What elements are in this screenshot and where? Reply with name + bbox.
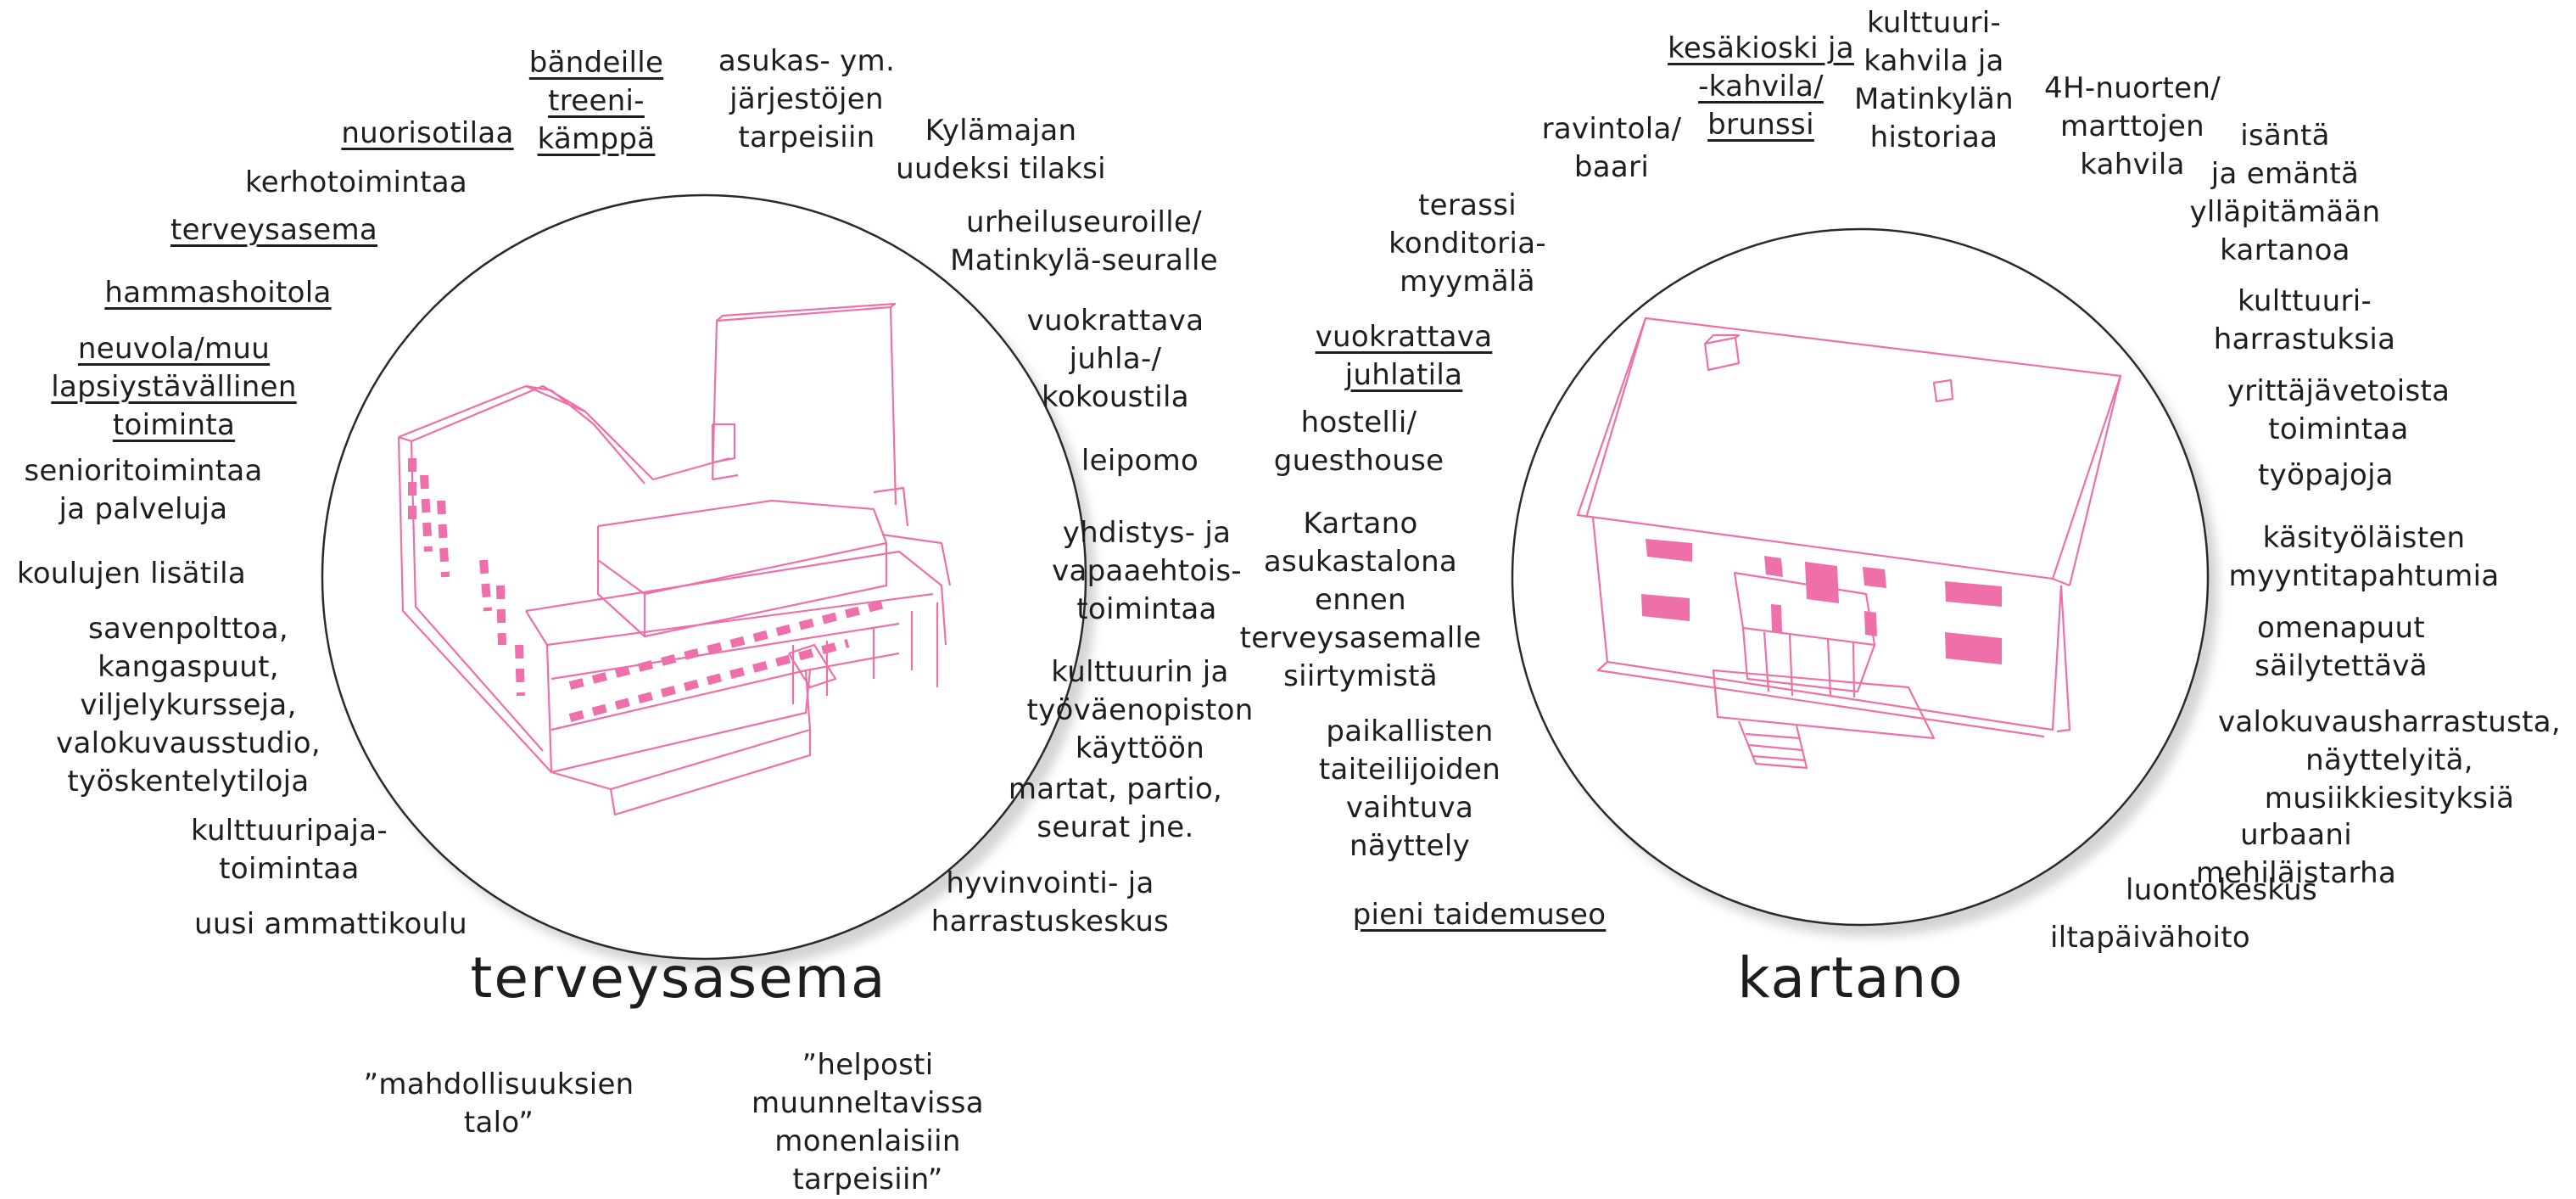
label-paikallisten-taiteilijoiden: paikallisten taiteilijoiden vaihtuva näy… bbox=[1318, 714, 1501, 863]
manor-house-illustration bbox=[1576, 317, 2122, 770]
label-vuokrattava-juhla-kokoustila: vuokrattava juhla-/ kokoustila bbox=[1026, 304, 1204, 414]
label-hyvinvointi: hyvinvointi- ja harrastuskeskus bbox=[930, 866, 1170, 938]
kartano-circle bbox=[1511, 227, 2218, 937]
label-urheiluseuroille: urheiluseuroille/ Matinkylä-seuralle bbox=[950, 205, 1218, 277]
label-senioritoimintaa: senioritoimintaa ja palveluja bbox=[24, 454, 263, 526]
label-yhdistys-vapaaehtois: yhdistys- ja vapaaehtois- toimintaa bbox=[1052, 516, 1242, 626]
label-nuorisotilaa: nuorisotilaa bbox=[341, 116, 514, 150]
label-tyopajoja: työpajoja bbox=[2258, 458, 2394, 492]
label-urbaani-mehilaistarha: urbaani mehiläistarha bbox=[2195, 818, 2397, 890]
label-yrittajavetoista: yrittäjävetoista toimintaa bbox=[2227, 374, 2450, 446]
health-center-building-illustration bbox=[397, 302, 952, 816]
quote-helposti-muunneltavissa: ”helposti muunneltavissa monenlaisiin ta… bbox=[752, 1048, 984, 1196]
label-ravintola-baari: ravintola/ baari bbox=[1541, 112, 1682, 184]
label-kerhotoimintaa: kerhotoimintaa bbox=[244, 165, 468, 199]
label-neuvola: neuvola/muu lapsiystävällinen toiminta bbox=[51, 332, 297, 442]
label-4h-nuorten: 4H-nuorten/ marttojen kahvila bbox=[2044, 71, 2221, 182]
label-hammashoitola: hammashoitola bbox=[104, 276, 332, 310]
label-luontokeskus: luontokeskus bbox=[2125, 873, 2318, 907]
label-terveysasema: terveysasema bbox=[170, 213, 378, 247]
label-asukas-jarjestojen: asukas- ym. järjestöjen tarpeisiin bbox=[718, 44, 896, 154]
label-pieni-taidemuseo: pieni taidemuseo bbox=[1352, 898, 1607, 932]
label-kulttuurin-tyovaenopisto: kulttuurin ja työväenopiston käyttöön bbox=[1026, 655, 1254, 765]
label-kulttuurikahvila: kulttuuri- kahvila ja Matinkylän histori… bbox=[1854, 6, 2014, 154]
title-kartano: kartano bbox=[1737, 945, 1964, 1011]
label-bandeille-treenikamppa: bändeille treeni- kämppä bbox=[528, 46, 664, 156]
label-kasityolaisten: käsityöläisten myyntitapahtumia bbox=[2228, 521, 2500, 593]
title-terveysasema: terveysasema bbox=[470, 945, 887, 1011]
label-valokuvausharrastusta: valokuvausharrastusta, näyttelyitä, musi… bbox=[2217, 705, 2562, 815]
label-vuokrattava-juhlatila: vuokrattava juhlatila bbox=[1315, 320, 1493, 392]
label-martat-partio: martat, partio, seurat jne. bbox=[1008, 772, 1223, 844]
label-omenapuut: omenapuut säilytettävä bbox=[2255, 611, 2428, 683]
quote-mahdollisuuksien-talo: ”mahdollisuuksien talo” bbox=[363, 1067, 634, 1140]
manor-windows bbox=[1641, 539, 2002, 664]
label-kulttuuripaja: kulttuuripaja- toimintaa bbox=[191, 814, 388, 886]
label-isanta-emanta: isäntä ja emäntä ylläpitämään kartanoa bbox=[2189, 119, 2381, 267]
terveysasema-circle bbox=[321, 193, 1096, 971]
label-uusi-ammattikoulu: uusi ammattikoulu bbox=[193, 907, 468, 941]
label-kartano-asukastalona: Kartano asukastalona ennen terveysasemal… bbox=[1239, 507, 1482, 693]
label-koulujen-lisatila: koulujen lisätila bbox=[16, 557, 247, 591]
label-kesakioski: kesäkioski ja -kahvila/ brunssi bbox=[1668, 31, 1854, 142]
label-iltapaivahoito: iltapäivähoito bbox=[2049, 921, 2251, 955]
label-kulttuuriharrastuksia: kulttuuri- harrastuksia bbox=[2213, 284, 2396, 356]
label-leipomo: leipomo bbox=[1081, 444, 1199, 478]
health-center-windows bbox=[408, 458, 886, 722]
label-hostelli-guesthouse: hostelli/ guesthouse bbox=[1273, 406, 1444, 478]
label-savenpolttoa: savenpolttoa, kangaspuut, viljelykurssej… bbox=[56, 612, 321, 798]
label-terassi-konditoria: terassi konditoria- myymälä bbox=[1389, 188, 1546, 299]
label-kylamajan: Kylämajan uudeksi tilaksi bbox=[896, 114, 1106, 186]
